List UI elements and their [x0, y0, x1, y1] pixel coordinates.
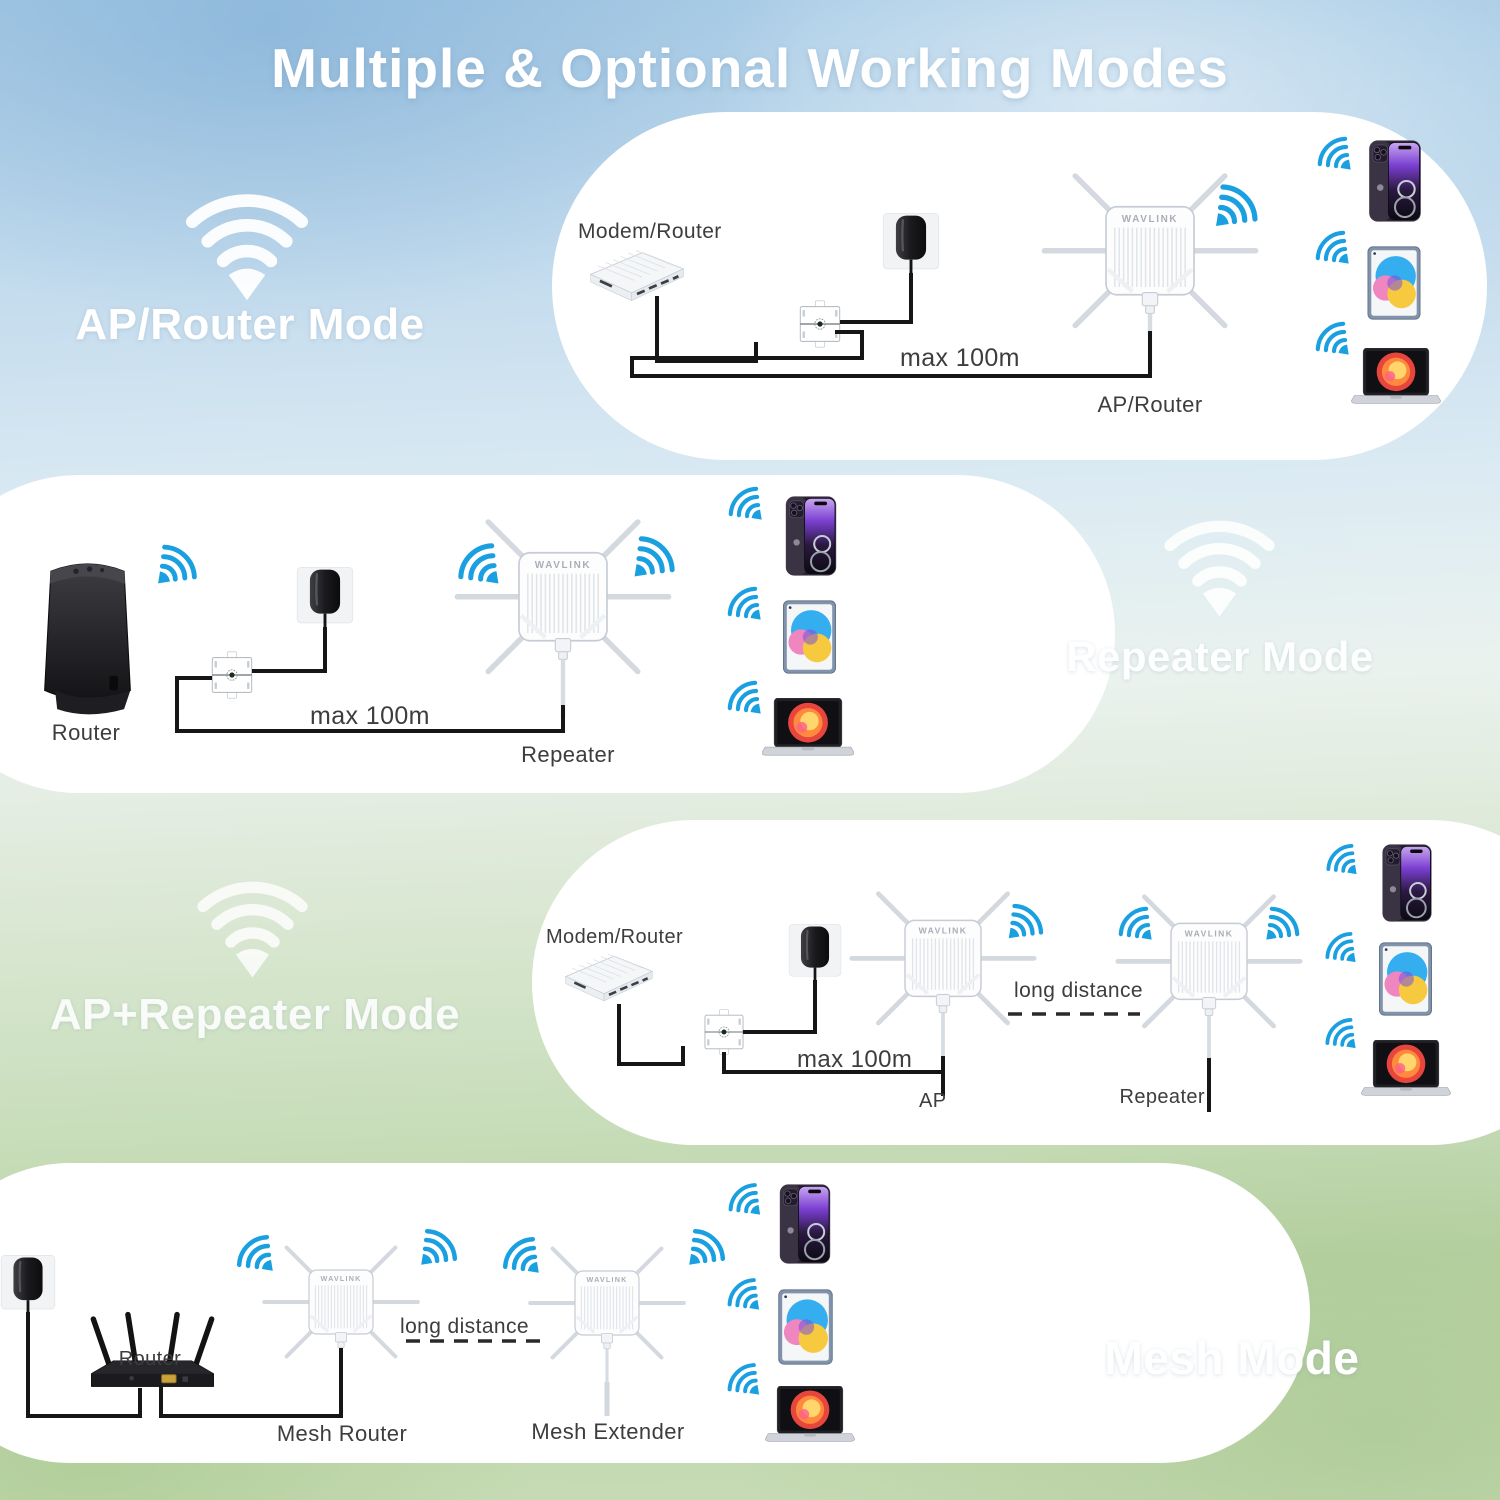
label-max-100m: max 100m — [797, 1046, 913, 1073]
panel-ap-router-mode — [552, 112, 1487, 460]
laptop — [762, 698, 854, 758]
tablet — [1362, 246, 1426, 320]
mode-label-repeater: Repeater Mode — [1066, 633, 1374, 680]
panel-ap-repeater-mode — [532, 820, 1500, 1145]
wifi-icon — [185, 876, 320, 980]
modem-router-device — [582, 246, 692, 306]
smartphone — [774, 1184, 836, 1264]
label-max-100m: max 100m — [900, 344, 1020, 372]
outdoor-repeater-device — [453, 492, 673, 718]
label-mesh-router: Mesh Router — [276, 1421, 408, 1446]
laptop — [1360, 1040, 1452, 1098]
label-repeater: Repeater — [1119, 1086, 1205, 1108]
power-adapter — [882, 212, 940, 276]
label-ap-router: AP/Router — [1097, 392, 1203, 417]
label-modem-router: Modem/Router — [578, 220, 722, 243]
mode-label-mesh: Mesh Mode — [1104, 1332, 1360, 1384]
label-router: Router — [51, 720, 121, 745]
label-long-distance: long distance — [1014, 979, 1143, 1002]
tablet — [774, 1289, 837, 1365]
poe-injector — [203, 646, 261, 704]
smartphone — [780, 496, 842, 576]
page-title: Multiple & Optional Working Modes — [271, 37, 1229, 99]
smartphone — [1376, 844, 1438, 922]
wifi-icon — [1152, 515, 1287, 619]
laptop — [1350, 348, 1442, 406]
wifi-icon — [1163, 1216, 1298, 1320]
label-router: Router — [118, 1348, 182, 1370]
home-router-device — [30, 552, 145, 720]
label-max-100m: max 100m — [310, 702, 430, 730]
modem-router-device — [558, 950, 660, 1006]
label-repeater: Repeater — [521, 742, 615, 767]
mode-label-ap-repeater: AP+Repeater Mode — [49, 990, 461, 1039]
laptop — [764, 1386, 856, 1444]
poe-injector — [791, 295, 849, 353]
mode-label-ap-router: AP/Router Mode — [75, 300, 425, 349]
label-mesh-extender: Mesh Extender — [531, 1419, 685, 1444]
label-modem-router: Modem/Router — [546, 926, 684, 948]
poe-injector — [696, 1004, 752, 1060]
outdoor-ap-device — [848, 868, 1038, 1063]
smartphone — [1364, 140, 1426, 222]
wifi-icon — [172, 188, 322, 303]
label-ap: AP — [919, 1090, 947, 1112]
tablet — [1374, 942, 1437, 1016]
power-adapter — [0, 1254, 56, 1316]
tablet — [778, 600, 841, 674]
power-adapter — [788, 923, 842, 983]
power-adapter — [296, 566, 354, 630]
label-long-distance: long distance — [400, 1315, 529, 1338]
